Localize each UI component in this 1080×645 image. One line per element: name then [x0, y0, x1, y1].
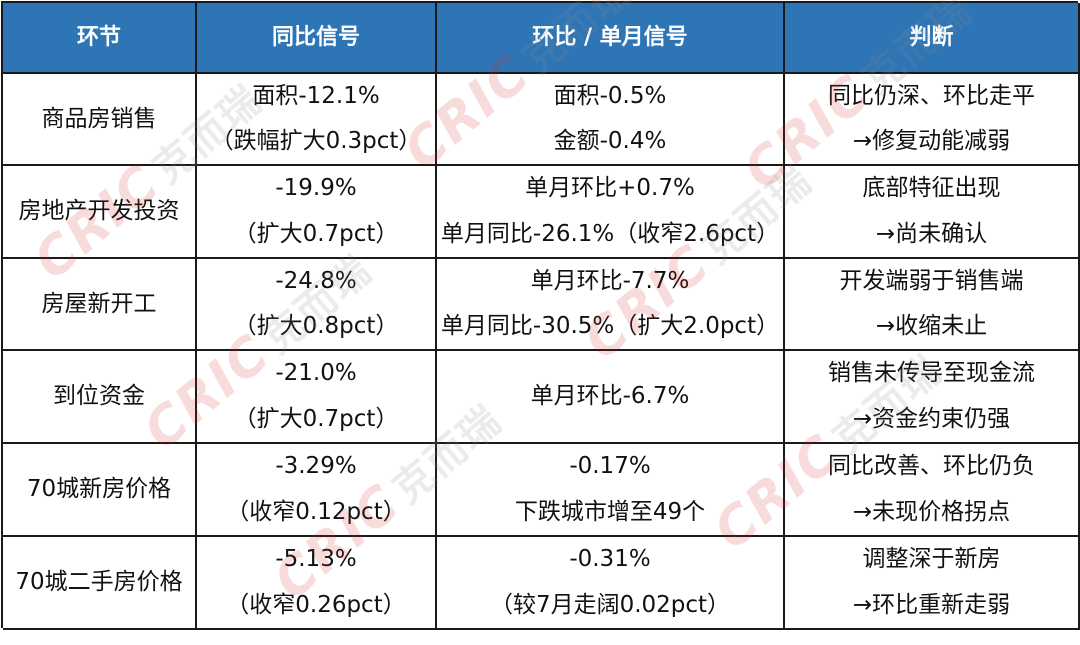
row-yoy-cell: -19.9%（扩大0.7pct） [197, 166, 437, 259]
row-yoy-cell: -21.0%（扩大0.7pct） [197, 351, 437, 444]
data-table: 环节 同比信号 环比 / 单月信号 判断 商品房销售 面积-12.1%（跌幅扩大… [1, 1, 1080, 630]
row-name-cell: 70城二手房价格 [3, 537, 197, 630]
row-yoy-cell: -3.29%（收窄0.12pct） [197, 444, 437, 537]
row-judge-cell: 调整深于新房→环比重新走弱 [785, 537, 1080, 630]
row-yoy-cell: -24.8%（扩大0.8pct） [197, 259, 437, 351]
row-mom-cell: -0.31%（较7月走阔0.02pct） [437, 537, 785, 630]
row-mom-cell: 面积-0.5%金额-0.4% [437, 74, 785, 166]
row-name-cell: 到位资金 [3, 351, 197, 444]
row-judge-cell: 开发端弱于销售端→收缩未止 [785, 259, 1080, 351]
row-name-cell: 商品房销售 [3, 74, 197, 166]
header-judgement: 判断 [785, 3, 1080, 74]
row-judge-cell: 同比改善、环比仍负→未现价格拐点 [785, 444, 1080, 537]
header-mom: 环比 / 单月信号 [437, 3, 785, 74]
row-mom-cell: 单月环比-6.7% [437, 351, 785, 444]
row-mom-cell: 单月环比+0.7%单月同比-26.1%（收窄2.6pct） [437, 166, 785, 259]
row-judge-cell: 同比仍深、环比走平→修复动能减弱 [785, 74, 1080, 166]
row-mom-cell: 单月环比-7.7%单月同比-30.5%（扩大2.0pct） [437, 259, 785, 351]
header-yoy: 同比信号 [197, 3, 437, 74]
row-judge-cell: 销售未传导至现金流→资金约束仍强 [785, 351, 1080, 444]
row-mom-cell: -0.17%下跌城市增至49个 [437, 444, 785, 537]
header-stage: 环节 [3, 3, 197, 74]
row-name-cell: 70城新房价格 [3, 444, 197, 537]
row-yoy-cell: -5.13%（收窄0.26pct） [197, 537, 437, 630]
row-name-cell: 房屋新开工 [3, 259, 197, 351]
row-name-cell: 房地产开发投资 [3, 166, 197, 259]
row-yoy-cell: 面积-12.1%（跌幅扩大0.3pct） [197, 74, 437, 166]
row-judge-cell: 底部特征出现→尚未确认 [785, 166, 1080, 259]
